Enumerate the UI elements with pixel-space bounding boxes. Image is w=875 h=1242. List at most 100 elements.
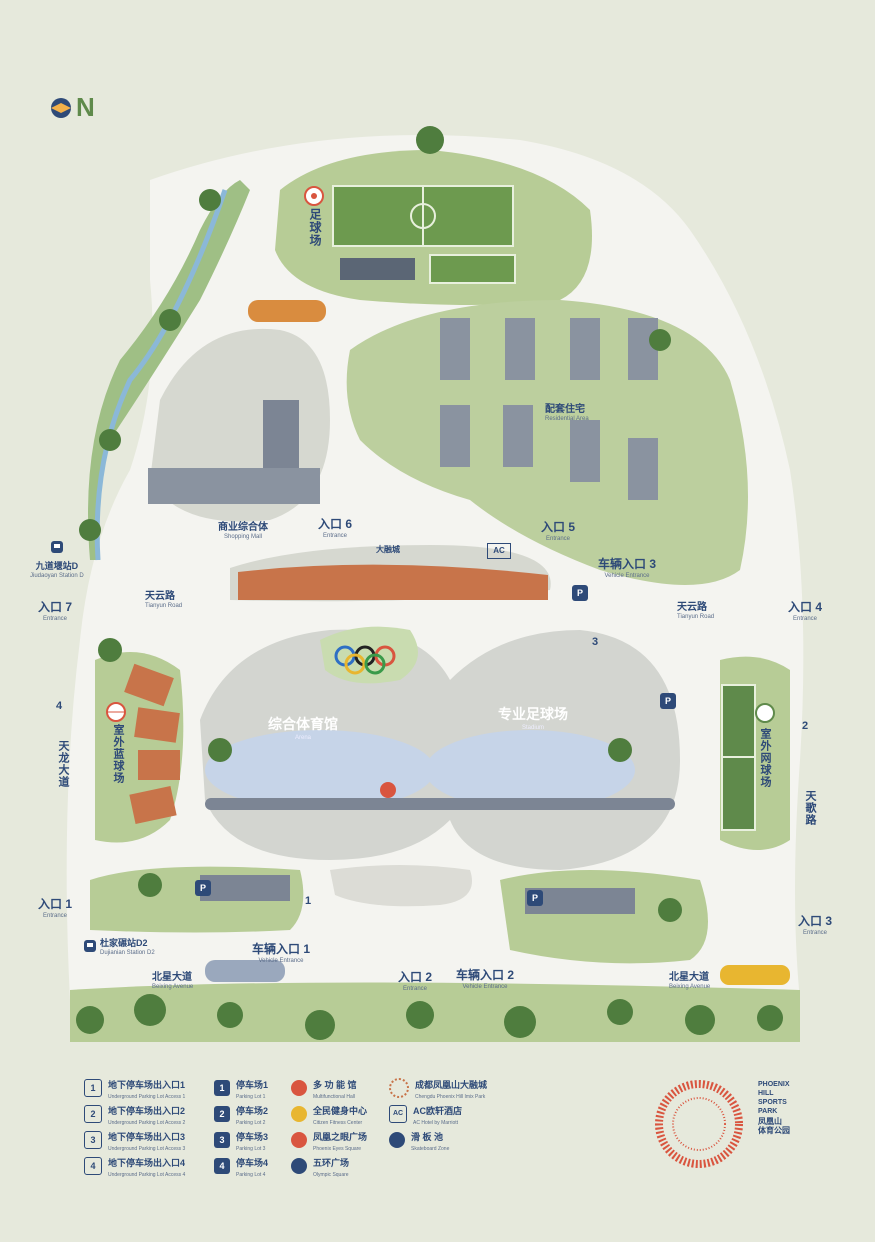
phoenix-eyes-icon [291,1131,307,1148]
basketball-court-label: 室外蓝球场 [112,724,124,784]
underground-parking-icon: 3 [84,1130,102,1149]
underground-parking-2-marker[interactable]: 2 [802,720,809,732]
football-field-label: 足球场 [308,208,322,247]
arena-building [205,730,435,810]
parking-lot-icon: 2 [214,1105,230,1122]
basketball-icon [106,702,126,722]
underground-parking-3-marker[interactable]: 3 [592,636,599,648]
mall-building [148,468,320,504]
parking-lot-1-marker[interactable]: P [195,880,211,896]
car [248,300,326,322]
fitness-center-icon [291,1105,307,1122]
north-compass: N [48,92,95,123]
olympic-rings [334,645,396,675]
parking-lot-2 [525,888,635,914]
brand-title: PHOENIX HILL SPORTS PARK 凤凰山 体育公园 [758,1081,790,1135]
small-field [429,254,516,284]
compass-north-letter: N [76,92,95,122]
skateboard-icon [389,1131,405,1148]
parking-lot-1 [200,875,290,901]
parking-lot-4-marker[interactable]: P [660,693,676,709]
residential-buildings [440,318,658,500]
parking-lot-icon: 4 [214,1157,230,1174]
bottom-forest [70,982,800,1042]
stadium-building [425,730,635,810]
metro-icon [84,940,96,952]
compass-icon [51,97,71,118]
parking-lot-icon: 3 [214,1131,230,1148]
skate-area [330,865,472,907]
mall-tower [263,400,299,480]
underground-parking-1-marker[interactable]: 1 [305,895,312,907]
underground-parking-icon: 4 [84,1156,102,1175]
underground-parking-4-marker[interactable]: 4 [56,700,63,712]
tennis-ball-icon [755,703,775,723]
stadium-base [205,798,675,810]
football-icon [304,186,324,206]
metro-icon [50,541,63,553]
parking-lot-icon: 1 [214,1079,230,1096]
field-stand [340,258,415,280]
river [94,189,228,561]
multifunctional-hall-icon [291,1079,307,1096]
road-tiange: 天歌路 [804,790,816,826]
parking-lot-2-marker[interactable]: P [527,890,543,906]
car [205,960,285,982]
tennis-court-label: 室外网球场 [759,728,771,788]
ac-hotel-logo: AC [487,543,511,559]
trees [76,126,783,1040]
metro-station-dujiaonian[interactable]: 杜家碾站D2 Dujianian Station D2 [83,936,155,956]
olympic-rings-icon [291,1157,307,1174]
basketball-courts [124,663,180,825]
metro-station-jiudaoyan[interactable]: 九道堰站D Jiudaoyan Station D [30,540,84,579]
underground-parking-icon: 2 [84,1104,102,1123]
imix-park-icon [389,1077,409,1098]
imix-park-logo: 大融城 [376,545,400,554]
phoenix-hill-logo [655,1080,743,1168]
riverside-green [88,180,250,560]
car [720,965,790,985]
imix-mall [238,564,548,600]
road-tianlong: 天龙大道 [57,740,69,788]
underground-parking-icon: 1 [84,1078,102,1097]
parking-lot-3-marker[interactable]: P [572,585,588,601]
olympic-square-lawn [320,626,418,684]
multifunctional-hall-marker [380,782,396,798]
ac-hotel-icon: AC [389,1104,407,1123]
